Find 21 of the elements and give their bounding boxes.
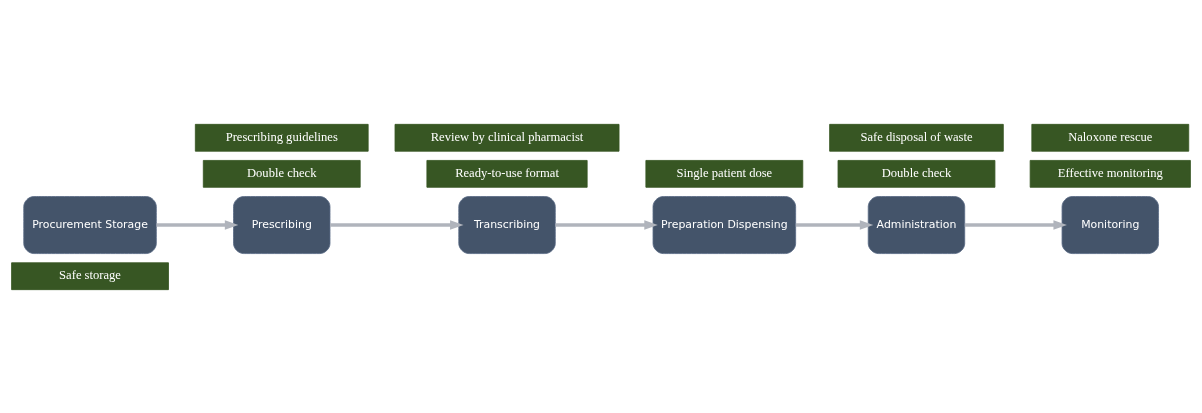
node-box: Naloxone rescue [1031, 123, 1190, 152]
node-box: Safe storage [11, 261, 169, 290]
arrow [795, 219, 874, 230]
arrow [964, 219, 1067, 230]
node-box: Effective monitoring [1029, 159, 1191, 188]
arrow [555, 219, 658, 230]
node-box: Ready-to-use format [426, 159, 588, 188]
arrow [156, 219, 239, 230]
node-box: Prescribing guidelines [194, 123, 369, 152]
node-box: Monitoring [1061, 195, 1159, 254]
node-box: Prescribing [233, 195, 331, 254]
node-box: Double check [202, 159, 361, 188]
arrow [330, 219, 464, 230]
node-box: Safe disposal of waste [829, 123, 1004, 152]
node-box: Preparation Dispensing [652, 195, 797, 254]
node-box: Single patient dose [645, 159, 804, 188]
node-box: Procurement Storage [23, 195, 157, 254]
node-box: Administration [867, 195, 966, 254]
node-box: Review by clinical pharmacist [394, 123, 620, 152]
node-box: Transcribing [458, 195, 556, 254]
node-box: Double check [837, 159, 996, 188]
